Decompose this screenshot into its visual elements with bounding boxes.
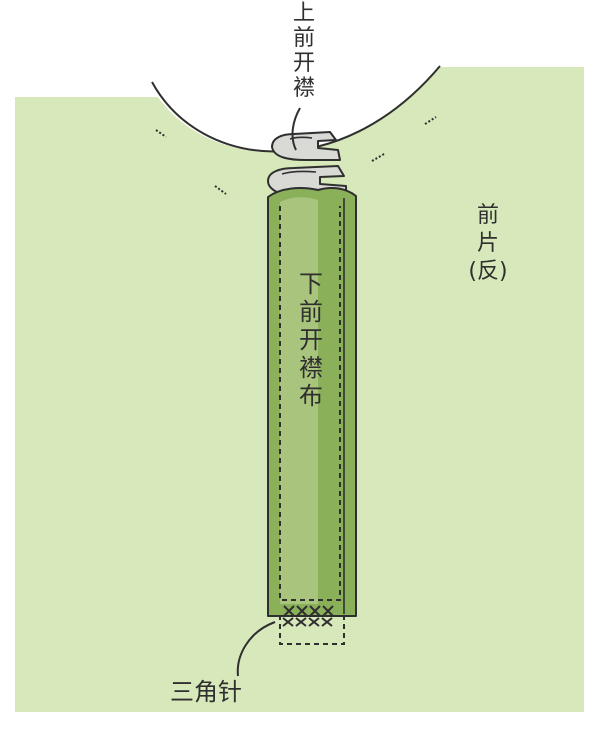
label-upper-placket: 上 前 开 襟 (293, 1, 315, 101)
upper-placket-char-4: 襟 (293, 76, 315, 101)
label-triangle-stitch: 三角针 (170, 678, 242, 706)
placket-stitch-line (279, 206, 341, 601)
lower-placket-char-4: 襟 (299, 354, 323, 382)
lower-placket-char-2: 前 (299, 298, 323, 326)
front-piece-char-3: (反) (468, 259, 507, 284)
front-piece-char-2: 片 (477, 231, 499, 256)
upper-placket-char-1: 上 (293, 1, 315, 26)
hidden-end-outline (279, 615, 345, 645)
upper-placket-leader (291, 107, 301, 151)
triangle-stitch-leader (236, 621, 276, 677)
label-front-piece: 前 片 (反) (468, 203, 507, 284)
lower-placket-char-3: 开 (299, 326, 323, 354)
upper-placket-char-2: 前 (293, 26, 315, 51)
label-lower-placket-cloth: 下 前 开 襟 布 (299, 270, 323, 410)
front-piece-char-1: 前 (477, 203, 499, 228)
upper-placket-char-3: 开 (293, 51, 315, 76)
lower-placket-cloth (267, 187, 357, 617)
lower-placket-char-1: 下 (299, 270, 323, 298)
lower-placket-char-5: 布 (299, 382, 323, 410)
triangle-stitch-crosses (282, 605, 334, 627)
